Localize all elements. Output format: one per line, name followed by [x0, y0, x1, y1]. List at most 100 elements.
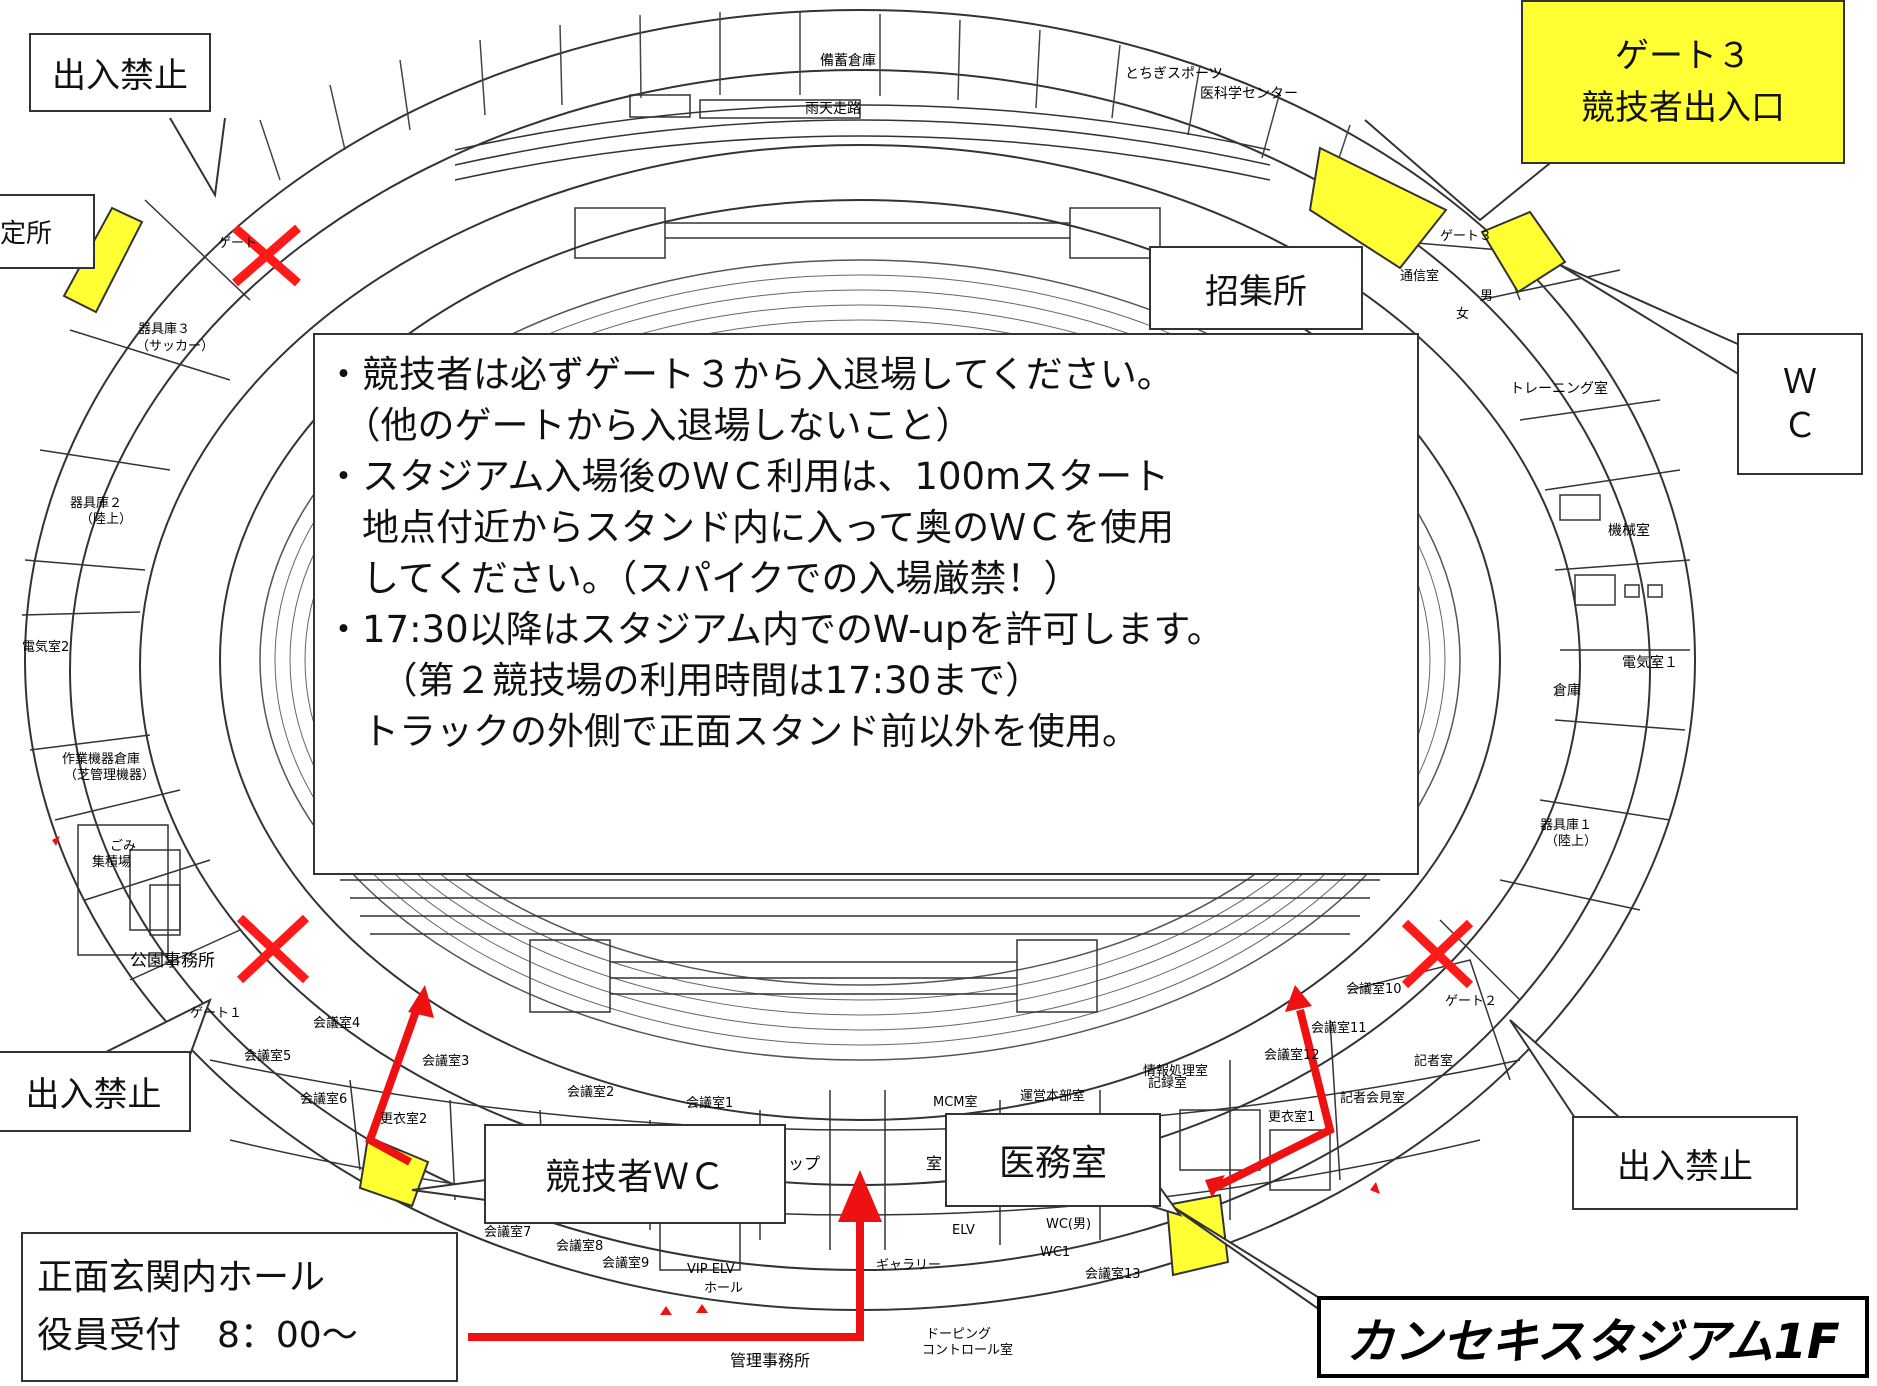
- gate3-area: [1480, 210, 1567, 294]
- room-label: 会議室1: [686, 1096, 734, 1111]
- callout-text: 招集所: [1205, 271, 1307, 312]
- room-label: ホール: [704, 1281, 744, 1296]
- notice-line: （他のゲートから入退場しないこと）: [325, 404, 973, 447]
- notice-line: ・競技者は必ずゲート３から入退場してください。: [325, 353, 1174, 396]
- room-label: 器具庫１: [1540, 818, 1593, 833]
- gate3-callout: ゲート３ 競技者出入口: [1521, 0, 1845, 164]
- room-label: 会議室11: [1311, 1021, 1367, 1036]
- call-room-callout: 招集所: [1149, 246, 1363, 330]
- callout-text: 正面玄関内ホール: [37, 1257, 326, 1298]
- wc-callout: Ｗ Ｃ: [1737, 333, 1863, 475]
- room-label: トレーニング室: [1510, 381, 1608, 397]
- callout-text: Ｃ: [1783, 406, 1817, 446]
- callout-text: 競技者ＷＣ: [544, 1157, 725, 1198]
- room-label: ゲート: [218, 236, 258, 251]
- room-label: （陸上）: [80, 512, 133, 527]
- callout-text: 出入禁止: [1617, 1146, 1753, 1187]
- room-label: 器具庫３: [138, 322, 191, 337]
- callout-text: ゲート３: [1615, 36, 1751, 76]
- no-entry-callout-right: 出入禁止: [1572, 1116, 1798, 1210]
- room-label: 公園事務所: [130, 951, 215, 971]
- room-label: ップ: [788, 1154, 821, 1173]
- room-label: 更衣室2: [380, 1112, 428, 1127]
- room-label: ゲート１: [190, 1006, 243, 1021]
- room-label: 器具庫２: [70, 496, 123, 511]
- notice-line: してください。（スパイクでの入場厳禁！）: [325, 557, 1081, 600]
- room-label: 作業機器倉庫: [62, 752, 141, 767]
- room-label: （芝管理機器）: [64, 768, 156, 783]
- room-label: ごみ: [110, 839, 137, 854]
- room-label: コントロール室: [922, 1343, 1014, 1358]
- front-hall-callout: 正面玄関内ホール 役員受付 8：00～: [21, 1232, 458, 1382]
- notice-line: ・17:30以降はスタジアム内でのW-upを許可します。: [325, 608, 1224, 651]
- room-label: WC1: [1040, 1245, 1071, 1260]
- room-label: 会議室12: [1264, 1048, 1320, 1063]
- room-label: 備蓄倉庫: [820, 53, 876, 69]
- room-label: 室: [926, 1154, 943, 1173]
- room-label: 通信室: [1400, 269, 1440, 284]
- field-boundary: [219, 199, 1501, 1121]
- arrow-medical: [1208, 1009, 1335, 1194]
- room-label: 会議室13: [1085, 1267, 1141, 1282]
- room-label: 集積場: [92, 855, 132, 870]
- map-title-text: カンセキスタジアム1F: [1346, 1314, 1840, 1370]
- room-label: 会議室3: [422, 1054, 470, 1069]
- room-label: 管理事務所: [730, 1351, 811, 1370]
- room-label: （陸上）: [1545, 834, 1598, 849]
- callout-text: 定所: [0, 219, 53, 249]
- partial-callout-left: 定所: [0, 194, 95, 269]
- room-label: 記者会見室: [1340, 1091, 1406, 1106]
- room-label: ドーピング: [926, 1327, 992, 1342]
- map-title: カンセキスタジアム1F: [1317, 1296, 1869, 1378]
- room-label: 会議室7: [484, 1225, 532, 1240]
- track-outer: [259, 259, 1461, 1061]
- room-label: 雨天走路: [805, 101, 861, 117]
- callout-text: 出入禁止: [25, 1075, 162, 1115]
- callout-text: Ｗ: [1783, 362, 1817, 402]
- arrow-entrance: [468, 1200, 864, 1341]
- room-label: VIP ELV: [687, 1262, 735, 1277]
- room-label: 記録室: [1148, 1076, 1188, 1091]
- callout-text: 医務室: [998, 1143, 1107, 1184]
- room-label: ギャラリー: [876, 1258, 942, 1273]
- room-label: ELV: [952, 1223, 975, 1238]
- arrow-athlete-wc: [365, 998, 424, 1166]
- room-label: とちぎスポーツ: [1125, 66, 1223, 82]
- room-label: （サッカー）: [136, 339, 215, 354]
- room-label: 会議室8: [556, 1239, 604, 1254]
- medical-room-area: [1165, 1193, 1230, 1277]
- medical-room-callout: 医務室: [945, 1113, 1161, 1207]
- notice-line: トラックの外側で正面スタンド前以外を使用。: [325, 710, 1139, 753]
- callout-text: 競技者出入口: [1581, 88, 1785, 128]
- room-label: 医科学センター: [1200, 86, 1298, 102]
- room-label: WC(男): [1046, 1217, 1092, 1232]
- notice-line: 地点付近からスタンド内に入って奥のＷＣを使用: [325, 506, 1175, 549]
- notice-line: （第２競技場の利用時間は17:30まで）: [325, 659, 1043, 702]
- room-label: 記者室: [1414, 1054, 1454, 1069]
- room-label: 会議室4: [313, 1016, 361, 1031]
- room-label: 運営本部室: [1020, 1089, 1086, 1104]
- room-label: ゲート２: [1445, 994, 1498, 1009]
- callout-text: 出入禁止: [52, 56, 188, 96]
- room-label: 会議室2: [567, 1085, 615, 1100]
- no-entry-callout-top-left: 出入禁止: [29, 33, 211, 112]
- room-label: 男: [1480, 289, 1494, 304]
- athlete-wc-area: [358, 1135, 430, 1208]
- athlete-wc-callout: 競技者ＷＣ: [484, 1124, 786, 1224]
- room-label: 倉庫: [1553, 683, 1581, 699]
- room-label: 会議室6: [300, 1092, 348, 1107]
- room-label: 電気室１: [1622, 655, 1678, 671]
- room-label: ゲート３: [1440, 229, 1493, 244]
- room-label: 情報処理室: [1143, 1064, 1209, 1079]
- room-label: 会議室10: [1346, 982, 1402, 997]
- call-room-area: [1308, 146, 1448, 270]
- room-label: MCM室: [933, 1095, 978, 1110]
- room-label: 電気室2: [22, 640, 70, 655]
- room-label: 女: [1456, 307, 1470, 322]
- no-entry-callout-left: 出入禁止: [0, 1051, 191, 1132]
- callout-text: 役員受付 8：00～: [37, 1315, 358, 1356]
- room-label: 会議室9: [602, 1256, 650, 1271]
- room-label: 更衣室1: [1268, 1110, 1316, 1125]
- notice-line: ・スタジアム入場後のＷＣ利用は、100mスタート: [325, 455, 1170, 498]
